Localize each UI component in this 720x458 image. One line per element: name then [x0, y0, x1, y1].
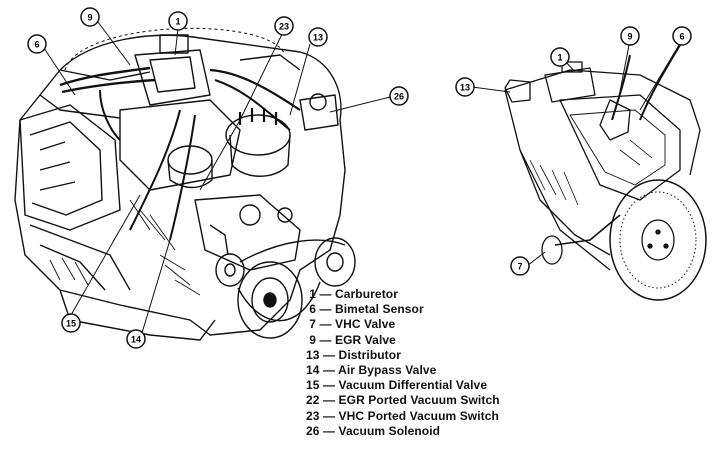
- callout-14-label: 14: [131, 335, 141, 345]
- callout-15: 15: [61, 313, 81, 333]
- legend-item: 23 — VHC Ported Vacuum Switch: [306, 408, 499, 423]
- legend-item: 9 — EGR Valve: [309, 332, 396, 347]
- legend-item: 15 — Vacuum Differential Valve: [306, 378, 488, 393]
- legend-item: 14 — Air Bypass Valve: [306, 362, 437, 377]
- callout-13-left-label: 13: [313, 33, 323, 43]
- right-leader-lines: [471, 39, 683, 267]
- callout-23-label: 23: [279, 22, 289, 32]
- callout-1-right: 1: [550, 47, 570, 67]
- callout-14: 14: [126, 329, 146, 349]
- callout-7: 7: [510, 256, 530, 276]
- callout-6-right: 6: [672, 26, 692, 46]
- parts-legend: 1 — Carburetor 6 — Bimetal Sensor 7 — VH…: [306, 287, 526, 439]
- legend-item: 6 — Bimetal Sensor: [309, 302, 424, 317]
- callout-1-left-label: 1: [175, 17, 180, 27]
- callout-1-left: 1: [168, 11, 188, 31]
- callouts: 1 9 6 23 13 26 15 14: [27, 7, 692, 349]
- callout-9-right: 9: [620, 26, 640, 46]
- callout-6-right-label: 6: [679, 32, 684, 42]
- callout-6-left-label: 6: [34, 40, 39, 50]
- callout-26: 26: [389, 86, 409, 106]
- callout-15-label: 15: [66, 319, 76, 329]
- legend-item: 26 — Vacuum Solenoid: [306, 423, 441, 438]
- right-engine-illustration: [471, 39, 707, 301]
- legend-item: 7 — VHC Valve: [309, 317, 396, 332]
- callout-9-left: 9: [80, 7, 100, 27]
- callout-7-label: 7: [517, 262, 522, 272]
- callout-9-right-label: 9: [627, 32, 632, 42]
- callout-13-right: 13: [455, 77, 475, 97]
- callout-26-label: 26: [394, 92, 404, 102]
- legend-item: 1 — Carburetor: [309, 287, 398, 301]
- callout-23: 23: [274, 16, 294, 36]
- callout-9-left-label: 9: [87, 13, 92, 23]
- left-leader-lines: [41, 21, 391, 334]
- callout-13-left: 13: [308, 27, 328, 47]
- legend-item: 13 — Distributor: [306, 347, 401, 362]
- legend-item: 22 — EGR Ported Vacuum Switch: [306, 393, 500, 408]
- callout-13-right-label: 13: [460, 83, 470, 93]
- callout-6-left: 6: [27, 34, 47, 54]
- callout-1-right-label: 1: [557, 53, 562, 63]
